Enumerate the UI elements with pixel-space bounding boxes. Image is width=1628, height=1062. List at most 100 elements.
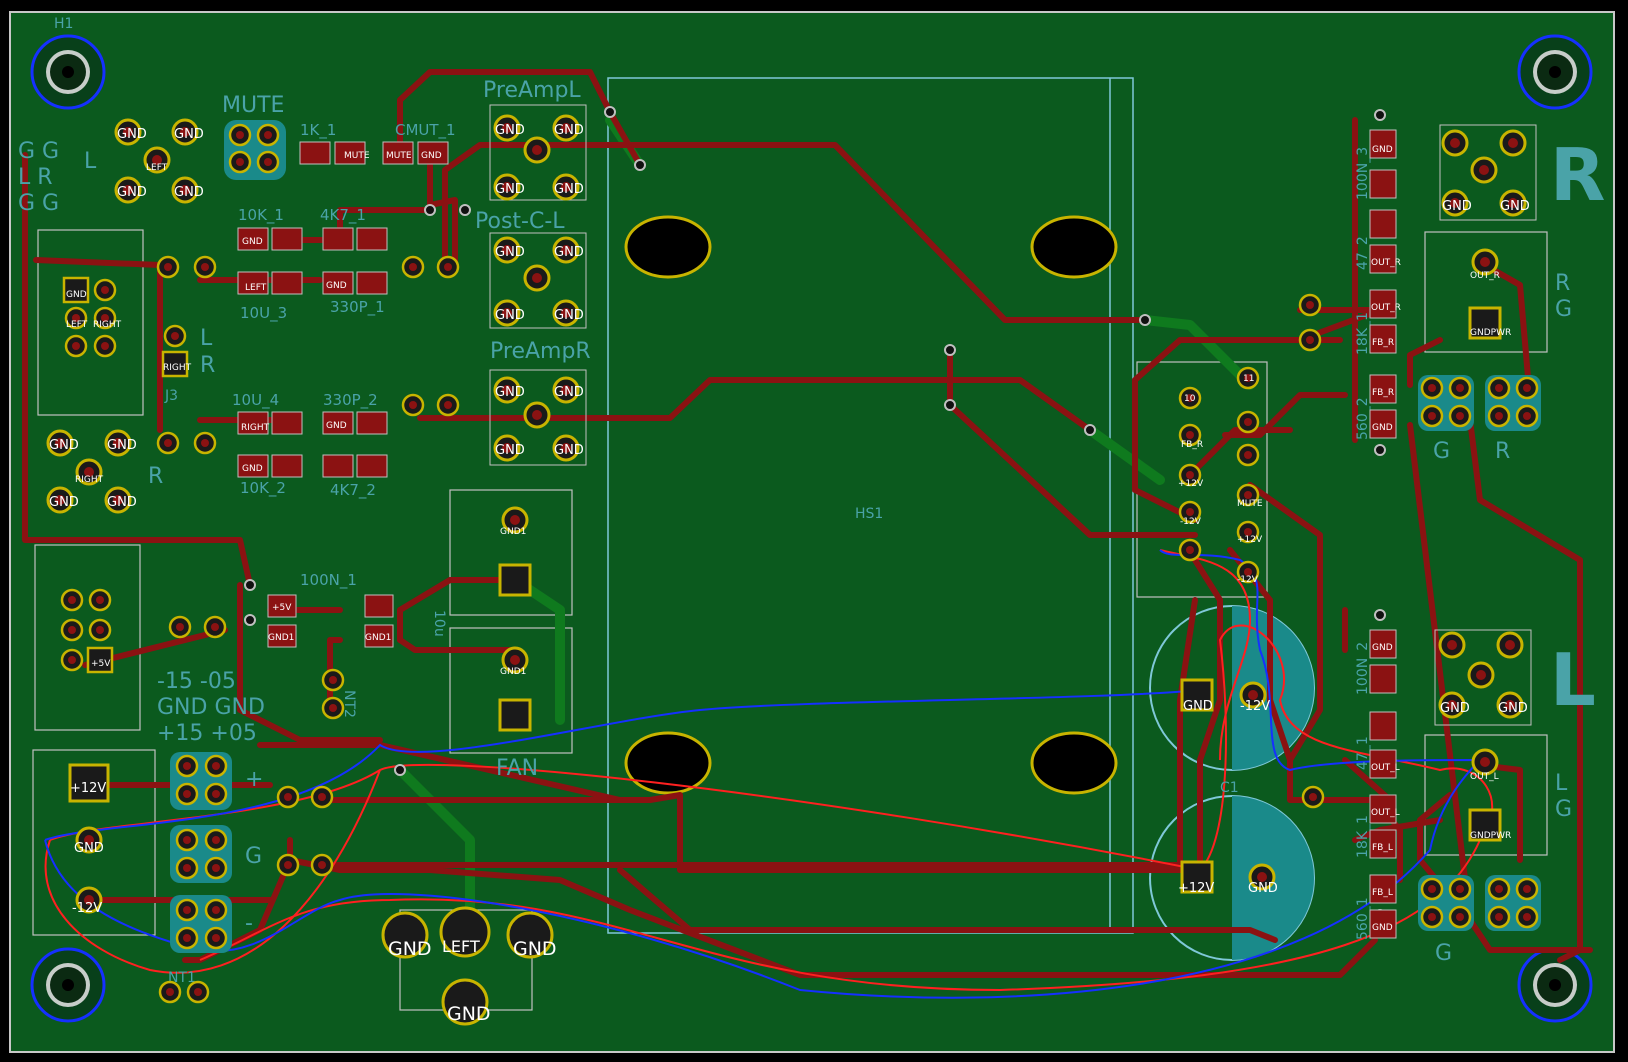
supply-label-1: -15 -05 [157,669,236,694]
pad-gnd: GND [1440,701,1470,716]
ref-10k-2: 10K_2 [240,479,286,498]
pwr-p12v: +12V [70,781,106,796]
c1-m12v: -12V [1240,699,1270,714]
preampr-label: PreAmpR [490,339,591,364]
pad-mute: MUTE [386,151,412,161]
pin-fb-r: FB_R [1181,440,1203,450]
pad-gnd: GND [554,182,584,197]
ref-47-1: 47_1 [1355,736,1371,770]
pin-m12v: -12V [1180,517,1202,527]
supply-label-2: GND GND [157,695,265,720]
c1-p12v: +12V [1178,881,1214,896]
post-c-l-label: Post-C-L [475,209,565,234]
pad-gnd: GND [326,281,347,291]
ref-10u-3: 10U_3 [240,304,287,323]
pad-right: RIGHT [75,475,104,485]
rg-r-label: R [1555,271,1570,296]
rg-g-label: G [1555,297,1572,322]
pad-gnd1: GND1 [500,527,526,537]
pad-gnd: GND [1500,199,1530,214]
ref-100n-2: 100N_2 [1355,642,1371,695]
post-c-l-module: GND GND GND GND [489,232,587,329]
minus-label: - [245,911,253,936]
pad-gnd: GND [242,237,263,247]
fan-label: FAN [496,756,538,781]
out-r-label: R [1495,439,1510,464]
pad-gnd: GND [1372,423,1393,433]
ref-47-2: 47_2 [1355,236,1371,270]
pin-11: 11 [1243,374,1254,384]
output-connector-r: GND GND OUT_R GNDPWR [1439,124,1537,340]
pwr-m12v: -12V [72,901,102,916]
pad-gnd1: GND1 [500,667,526,677]
pad-gnd: GND [554,123,584,138]
mute-label: MUTE [222,93,284,118]
pad-gnd: GND [49,438,79,453]
big-r-label: R [1550,133,1605,217]
preampl-label: PreAmpL [483,78,581,103]
ref-18k-1-left: 18K_1 [1355,815,1371,858]
l-j3-label: L [200,326,213,351]
big-l-label: L [1550,638,1596,722]
pad-gnd: GND [495,385,525,400]
pad-left: LEFT [245,283,267,293]
pad-out-r: OUT_R [1371,258,1401,268]
ratsnest-airwires [44,549,1494,999]
pad-left: LEFT [66,320,88,330]
ref-560-2: 560_2 [1355,397,1371,440]
pin-mute: MUTE [1237,499,1263,509]
pad-gnd: GND [554,245,584,260]
vias [244,106,1386,921]
c1-gnd: GND [1183,699,1213,714]
j3-label: J3 [164,388,178,404]
pad-left: LEFT [442,937,480,956]
pin-m12v: -12V [1237,575,1259,585]
pad-gnd: GND [174,127,204,142]
pad-gnd: GND [49,495,79,510]
pad-gnd: GND [1498,701,1528,716]
smd-footprints [237,129,1397,939]
pad-gnd: GND [107,495,137,510]
ref-4k7-1: 4K7_1 [320,206,366,225]
ref-4k7-2: 4K7_2 [330,481,376,500]
mounting-holes [30,34,1593,1023]
pad-gnd: GND [1372,923,1393,933]
pad-out-l: OUT_L [1371,808,1400,818]
pin-p12v: +12V [1237,535,1263,545]
c1-label: C1 [1220,780,1239,796]
pad-right: RIGHT [93,320,122,330]
amplifier-ic: 11 10 FB_R MUTE +12V +12V -12V -12V [1178,366,1263,585]
pwr-gnd: GND [74,841,104,856]
pad-gnd: GND [326,421,347,431]
pad-out-l: OUT_L [1371,763,1400,773]
pad-gndpwr: GNDPWR [1470,328,1511,338]
pad-fb-l: FB_L [1372,843,1393,853]
lg-l-label: L [1555,771,1568,796]
c1-gnd-2: GND [1248,881,1278,896]
nt2-label: NT2 [341,690,357,718]
g-mid-label: G [245,844,262,869]
ref-cmut-1: CMUT_1 [395,121,456,140]
pad-gnd: GND [495,443,525,458]
pin-10: 10 [1184,394,1196,404]
ref-10u: 10u [431,610,447,637]
pad-gnd: GND [117,127,147,142]
pin-p12v: +12V [1178,479,1204,489]
ref-330p-2: 330P_2 [323,391,378,410]
r-j3-label: R [200,353,215,378]
smd-footprint-labels: LEFT RIGHT MUTE MUTE GND GND GND GND GND… [241,145,1401,933]
plus-label: + [245,767,263,792]
pad-gnd: GND [107,438,137,453]
ref-10u-4: 10U_4 [232,391,279,410]
mute-connector [224,120,286,180]
supply-label-3: +15 +05 [157,721,257,746]
pad-gnd: GND [421,151,442,161]
pad-left: LEFT [146,163,168,173]
r-mid-label: R [148,464,163,489]
pad-right: RIGHT [163,363,192,373]
speaker-terminals [170,375,1541,953]
output-connector-l: GND GND OUT_L GNDPWR [1434,629,1532,842]
bot-g-label: G [1435,941,1452,966]
heatsink-slots [624,215,1118,795]
